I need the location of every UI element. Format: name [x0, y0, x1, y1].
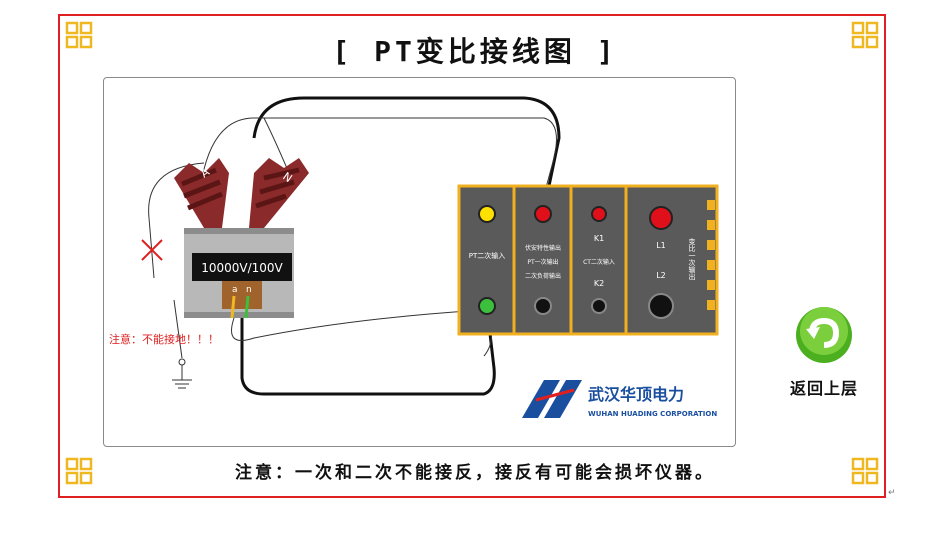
wiring-diagram: A N 10000V/100V a n 注意：不能接地！！！ [109, 96, 719, 418]
pt-secondary-label: PT二次输入 [469, 251, 506, 260]
pt-secondary-yellow-terminal[interactable] [478, 205, 496, 223]
page-title: [ PT变比接线图 ] [332, 35, 618, 68]
k1-terminal[interactable] [591, 206, 607, 222]
terminal-label-a: a [232, 285, 238, 295]
logo-name-cn: 武汉华顶电力 [588, 385, 684, 404]
back-arrow-icon [796, 307, 852, 363]
k1-label: K1 [594, 234, 604, 243]
secondary-terminal-box [222, 281, 262, 309]
back-button[interactable]: 返回上层 [782, 303, 866, 403]
k2-label: K2 [594, 279, 604, 288]
forbidden-x-icon [141, 239, 163, 261]
pt-primary-output-label: PT一次输出 [527, 258, 558, 266]
thin-lead-a [201, 117, 557, 211]
l1-label: L1 [656, 241, 666, 250]
page-frame [58, 14, 886, 498]
volt-ampere-label: 伏安特性输出 [525, 244, 561, 252]
volt-ampere-red-terminal[interactable] [534, 205, 552, 223]
transformer-bushing-a [174, 158, 229, 228]
ground-icon [172, 379, 192, 389]
corner-ornament-top-right [851, 21, 879, 49]
corner-ornament-top-left [65, 21, 93, 49]
corner-ornament-bottom-left [65, 457, 93, 485]
pt-secondary-green-terminal[interactable] [478, 297, 496, 315]
secondary-loop-wire [240, 307, 496, 396]
ratio-primary-output-label: 变比一次输出 [688, 237, 696, 281]
l2-terminal[interactable] [648, 293, 674, 319]
terminal-label-n: n [246, 285, 252, 295]
corner-ornament-bottom-right [851, 457, 879, 485]
wiring-diagram-panel: A N 10000V/100V a n 注意：不能接地！！！ [103, 77, 736, 447]
test-instrument [457, 184, 719, 336]
rating-label: 10000V/100V [201, 261, 283, 275]
footer-note: 注意：一次和二次不能接反，接反有可能会损坏仪器。 [235, 463, 715, 483]
l1-terminal[interactable] [649, 206, 673, 230]
ct-secondary-label: CT二次输入 [583, 258, 615, 266]
instrument-vents [707, 200, 715, 310]
l2-label: L2 [656, 271, 666, 280]
logo-name-en: WUHAN HUADING CORPORATION [588, 410, 717, 418]
paragraph-mark-icon: ↵ [888, 488, 896, 498]
primary-lead-wire [252, 96, 561, 211]
k2-terminal[interactable] [591, 298, 607, 314]
volt-ampere-black-terminal[interactable] [534, 297, 552, 315]
secondary-load-label: 二次负荷输出 [525, 272, 561, 280]
ground-warning: 注意：不能接地！！！ [109, 332, 219, 346]
company-logo [522, 380, 582, 418]
transformer-bushing-n [249, 158, 309, 228]
rating-plate [192, 253, 292, 281]
back-button-label: 返回上层 [789, 379, 858, 398]
